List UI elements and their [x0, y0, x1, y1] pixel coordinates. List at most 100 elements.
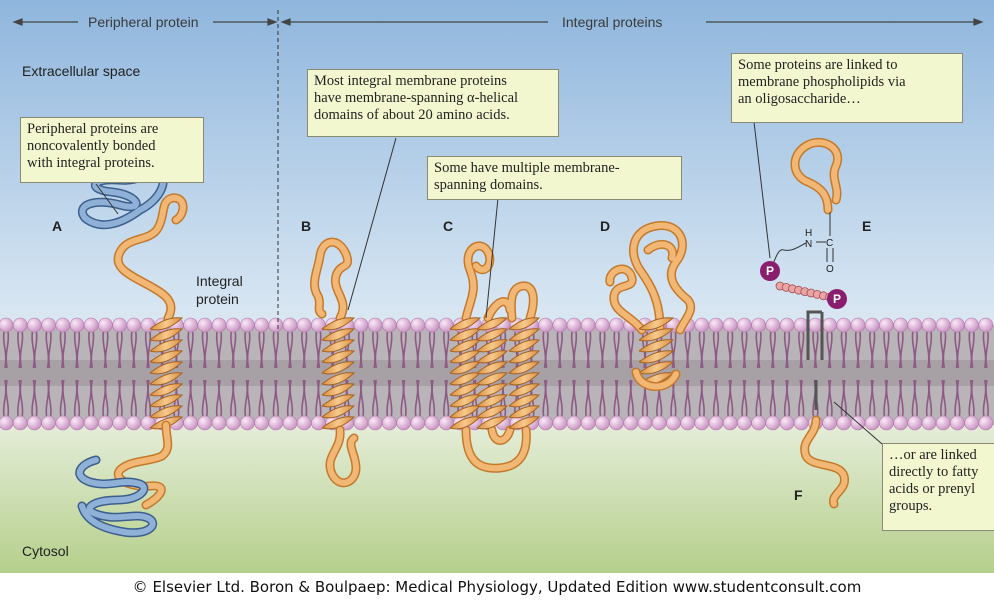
lipid-head: [823, 318, 837, 332]
lipid-head: [936, 416, 950, 430]
lipid-head: [297, 416, 311, 430]
lipid-head: [539, 318, 553, 332]
lipid-head: [311, 318, 325, 332]
lipid-head: [439, 318, 453, 332]
cytosol-label: Cytosol: [22, 543, 69, 559]
lipid-head: [113, 318, 127, 332]
lipid-head: [283, 416, 297, 430]
lipid-head: [84, 416, 98, 430]
lipid-head: [894, 416, 908, 430]
letter-f: F: [794, 487, 803, 503]
chem-c: C: [826, 238, 833, 249]
lipid-head: [950, 416, 964, 430]
lipid-head: [127, 416, 141, 430]
lipid-head: [198, 416, 212, 430]
lipid-head: [922, 416, 936, 430]
lipid-head: [354, 318, 368, 332]
lipid-head: [567, 318, 581, 332]
lipid-head: [581, 416, 595, 430]
lipid-head: [27, 416, 41, 430]
lipid-head: [13, 318, 27, 332]
lipid-head: [98, 416, 112, 430]
lipid-head: [794, 318, 808, 332]
lipid-head: [212, 416, 226, 430]
callout-alpha-line-3: domains of about 20 amino acids.: [314, 107, 552, 124]
lipid-head: [595, 416, 609, 430]
lipid-head: [879, 416, 893, 430]
lipid-head: [255, 416, 269, 430]
lipid-head: [837, 416, 851, 430]
lipid-head: [709, 416, 723, 430]
lipid-head: [567, 416, 581, 430]
lipid-head: [382, 416, 396, 430]
lipid-head: [737, 318, 751, 332]
callout-fatty-line-4: groups.: [889, 498, 988, 515]
lipid-head: [425, 416, 439, 430]
lipid-head: [56, 416, 70, 430]
lipid-head: [269, 416, 283, 430]
callout-alpha-line-2: have membrane-spanning α-helical: [314, 90, 552, 107]
chem-n: N: [805, 239, 812, 250]
lipid-head: [226, 416, 240, 430]
lipid-head: [695, 318, 709, 332]
letter-b: B: [301, 218, 311, 234]
callout-oligo-line-3: an oligosaccharide…: [738, 91, 956, 108]
letter-e: E: [862, 218, 871, 234]
lipid-head: [808, 318, 822, 332]
lipid-head: [837, 318, 851, 332]
letter-c: C: [443, 218, 453, 234]
lipid-head: [794, 416, 808, 430]
lipid-head: [397, 318, 411, 332]
lipid-head: [56, 318, 70, 332]
lipid-head: [0, 416, 13, 430]
lipid-head: [780, 318, 794, 332]
letter-d: D: [600, 218, 610, 234]
lipid-head: [42, 416, 56, 430]
callout-oligo-line-1: Some proteins are linked to: [738, 57, 956, 74]
lipid-head: [113, 416, 127, 430]
lipid-head: [84, 318, 98, 332]
lipid-head: [382, 318, 396, 332]
lipid-head: [240, 416, 254, 430]
lipid-head: [908, 416, 922, 430]
lipid-head: [595, 318, 609, 332]
lipid-head: [666, 416, 680, 430]
callout-alpha-line-1: Most integral membrane proteins: [314, 73, 552, 90]
lipid-head: [766, 416, 780, 430]
lipid-head: [610, 416, 624, 430]
lipid-head: [411, 318, 425, 332]
lipid-head: [894, 318, 908, 332]
lipid-head: [553, 416, 567, 430]
phosphate-2-label: P: [833, 292, 841, 306]
callout-peripheral: Peripheral proteins are noncovalently bo…: [20, 117, 204, 183]
lipid-head: [766, 318, 780, 332]
lipid-head: [737, 416, 751, 430]
lipid-head: [823, 416, 837, 430]
callout-fatty-acids: …or are linked directly to fatty acids o…: [882, 443, 994, 531]
lipid-head: [184, 318, 198, 332]
lipid-head: [780, 416, 794, 430]
lipid-head: [539, 416, 553, 430]
lipid-head: [553, 318, 567, 332]
lipid-head: [681, 416, 695, 430]
callout-multiple-line-1: Some have multiple membrane-: [434, 160, 675, 177]
callout-peripheral-line-1: Peripheral proteins are: [27, 121, 197, 138]
integral-header: Integral proteins: [562, 14, 662, 30]
chem-h: H: [805, 228, 812, 239]
lipid-head: [42, 318, 56, 332]
lipid-head: [610, 318, 624, 332]
callout-peripheral-line-3: with integral proteins.: [27, 155, 197, 172]
lipid-head: [283, 318, 297, 332]
lipid-head: [212, 318, 226, 332]
lipid-head: [226, 318, 240, 332]
lipid-head: [965, 318, 979, 332]
chem-o: O: [826, 264, 834, 275]
lipid-head: [411, 416, 425, 430]
lipid-head: [752, 318, 766, 332]
lipid-head: [127, 318, 141, 332]
lipid-head: [865, 318, 879, 332]
callout-multiple: Some have multiple membrane- spanning do…: [427, 156, 682, 200]
callout-oligo-line-2: membrane phospholipids via: [738, 74, 956, 91]
lipid-head: [184, 416, 198, 430]
callout-oligosaccharide: Some proteins are linked to membrane pho…: [731, 53, 963, 123]
